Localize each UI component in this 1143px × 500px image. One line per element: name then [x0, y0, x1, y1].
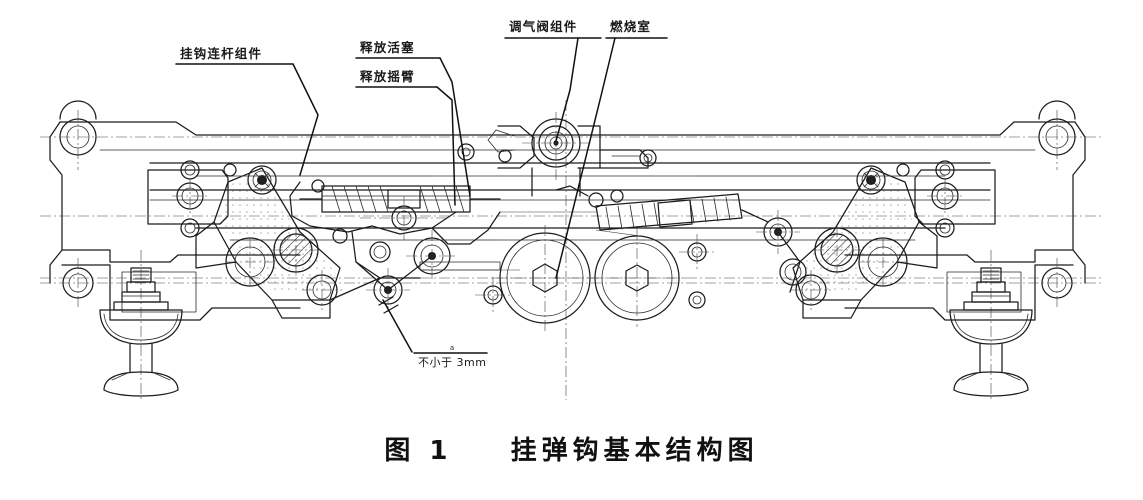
callout-label: 调气阀组件: [509, 19, 578, 34]
hook-bracket-left: [195, 165, 342, 319]
callout-label: 释放摇臂: [360, 69, 415, 84]
suspension-lug-left: [99, 267, 183, 397]
callout-release-piston: 释放活塞: [355, 40, 471, 197]
dimension-text: 不小于 3mm: [418, 356, 486, 369]
suspension-lug-right: [949, 267, 1033, 397]
caption-title: 挂弹钩基本结构图: [510, 436, 759, 466]
combustion-chamber-left: [492, 225, 598, 331]
release-spring-right: [555, 185, 807, 293]
hook-bracket-right: [791, 165, 938, 319]
gas-regulating-valve-knob: [487, 112, 649, 197]
callout-release-rocker-arm: 释放摇臂: [355, 69, 456, 206]
mounting-frame: [49, 100, 1086, 321]
figure-caption: 图 1 挂弹钩基本结构图: [0, 430, 1143, 467]
caption-number: 图 1: [384, 436, 453, 466]
dimension-note: a 不小于 3mm: [378, 296, 488, 369]
callout-label: 燃烧室: [610, 19, 651, 34]
callout-combustion-chamber: 燃烧室: [555, 19, 668, 279]
construction-lines: [212, 149, 930, 271]
release-piston-spring-left: [299, 179, 501, 213]
fastener-holes: [172, 143, 963, 313]
combustion-chamber-right: [588, 229, 686, 327]
centerlines: [40, 100, 1103, 400]
callout-gas-regulating-valve-assembly: 调气阀组件: [504, 19, 602, 142]
callout-label: 挂钩连杆组件: [180, 46, 262, 61]
callout-label: 释放活塞: [360, 40, 415, 55]
callout-hook-linkage-assembly: 挂钩连杆组件: [175, 46, 319, 176]
dimension-symbol: a: [450, 344, 454, 352]
release-rocker-arm-left: [289, 181, 501, 312]
